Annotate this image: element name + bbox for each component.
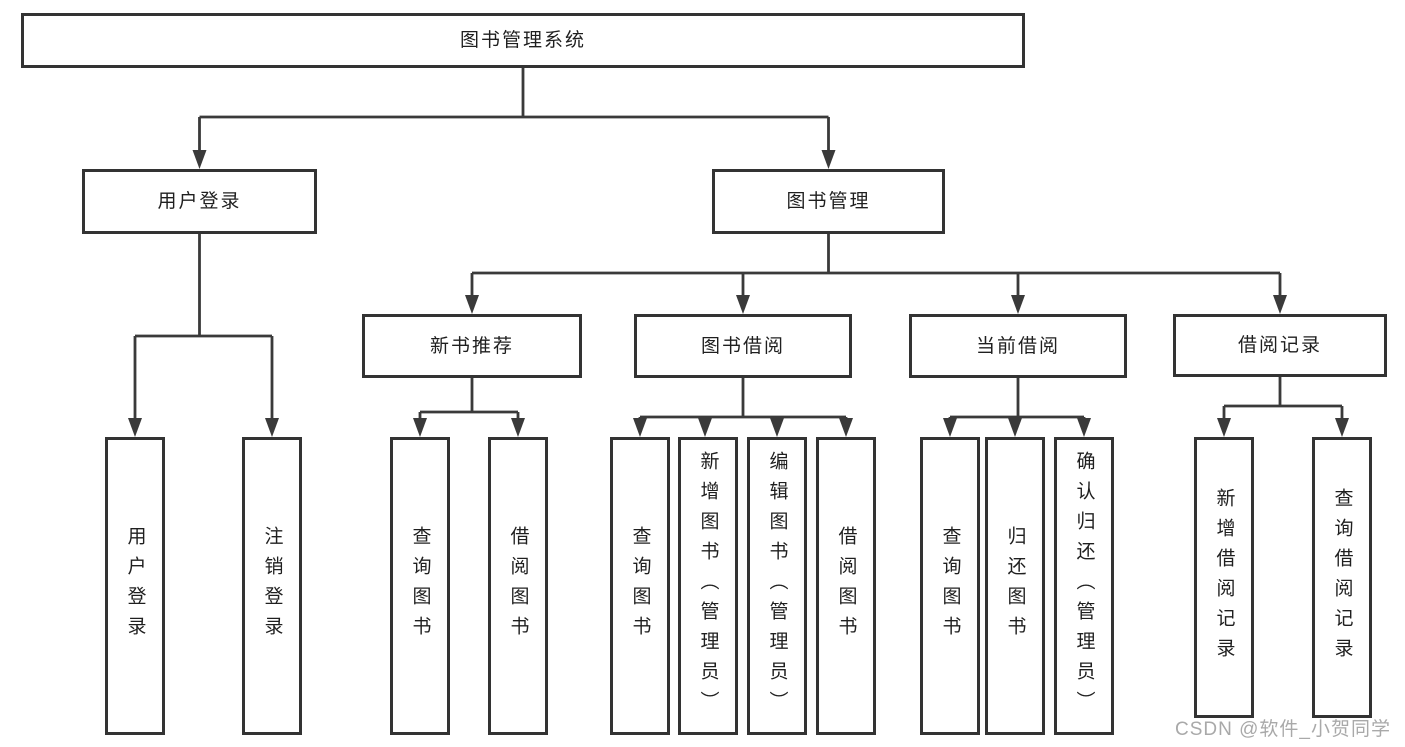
node-borrow-records: 借阅记录 <box>1173 314 1387 377</box>
arrowhead <box>1011 295 1025 314</box>
leaf-borrow-books: 借阅图书 <box>816 437 876 735</box>
arrowhead <box>943 418 957 437</box>
arrowhead <box>633 418 647 437</box>
arrowhead <box>1008 418 1022 437</box>
arrowhead <box>128 418 142 437</box>
leaf-user-login: 用户登录 <box>105 437 165 735</box>
watermark: CSDN @软件_小贺同学 <box>1175 719 1391 740</box>
arrowhead <box>736 295 750 314</box>
connector-root <box>198 68 830 150</box>
arrowhead <box>1335 418 1349 437</box>
connector-current-borrow <box>948 378 1086 419</box>
leaf-query-books-current: 查询图书 <box>920 437 980 735</box>
leaf-borrow-books-recommend: 借阅图书 <box>488 437 548 735</box>
connector-borrow-records <box>1222 377 1344 418</box>
arrowhead <box>698 418 712 437</box>
node-root: 图书管理系统 <box>21 13 1025 68</box>
connector-user-login <box>133 234 274 418</box>
leaf-return-books: 归还图书 <box>985 437 1045 735</box>
arrowhead <box>821 150 836 169</box>
arrowhead <box>1273 295 1287 314</box>
arrowhead <box>839 418 853 437</box>
leaf-logout: 注销登录 <box>242 437 302 735</box>
node-current-borrow: 当前借阅 <box>909 314 1127 378</box>
connector-book-borrow <box>638 378 848 419</box>
arrowhead <box>1217 418 1231 437</box>
leaf-edit-books-admin: 编辑图书（管理员） <box>747 437 807 735</box>
node-book-borrow: 图书借阅 <box>634 314 852 378</box>
arrowhead <box>265 418 279 437</box>
leaf-confirm-return-admin: 确认归还（管理员） <box>1054 437 1114 735</box>
connector-book-management <box>470 234 1282 295</box>
node-book-management: 图书管理 <box>712 169 945 234</box>
arrowhead <box>770 418 784 437</box>
leaf-add-books-admin: 新增图书（管理员） <box>678 437 738 735</box>
leaf-add-borrow-record: 新增借阅记录 <box>1194 437 1254 718</box>
node-new-book-recommend: 新书推荐 <box>362 314 582 378</box>
connector-new-book-recommend <box>418 378 520 418</box>
arrowhead <box>413 418 427 437</box>
arrowhead <box>465 295 479 314</box>
arrowhead <box>192 150 207 169</box>
leaf-query-books-recommend: 查询图书 <box>390 437 450 735</box>
arrowhead <box>511 418 525 437</box>
node-user-login: 用户登录 <box>82 169 317 234</box>
arrowhead <box>1077 418 1091 437</box>
leaf-query-books-borrow: 查询图书 <box>610 437 670 735</box>
leaf-query-borrow-record: 查询借阅记录 <box>1312 437 1372 718</box>
